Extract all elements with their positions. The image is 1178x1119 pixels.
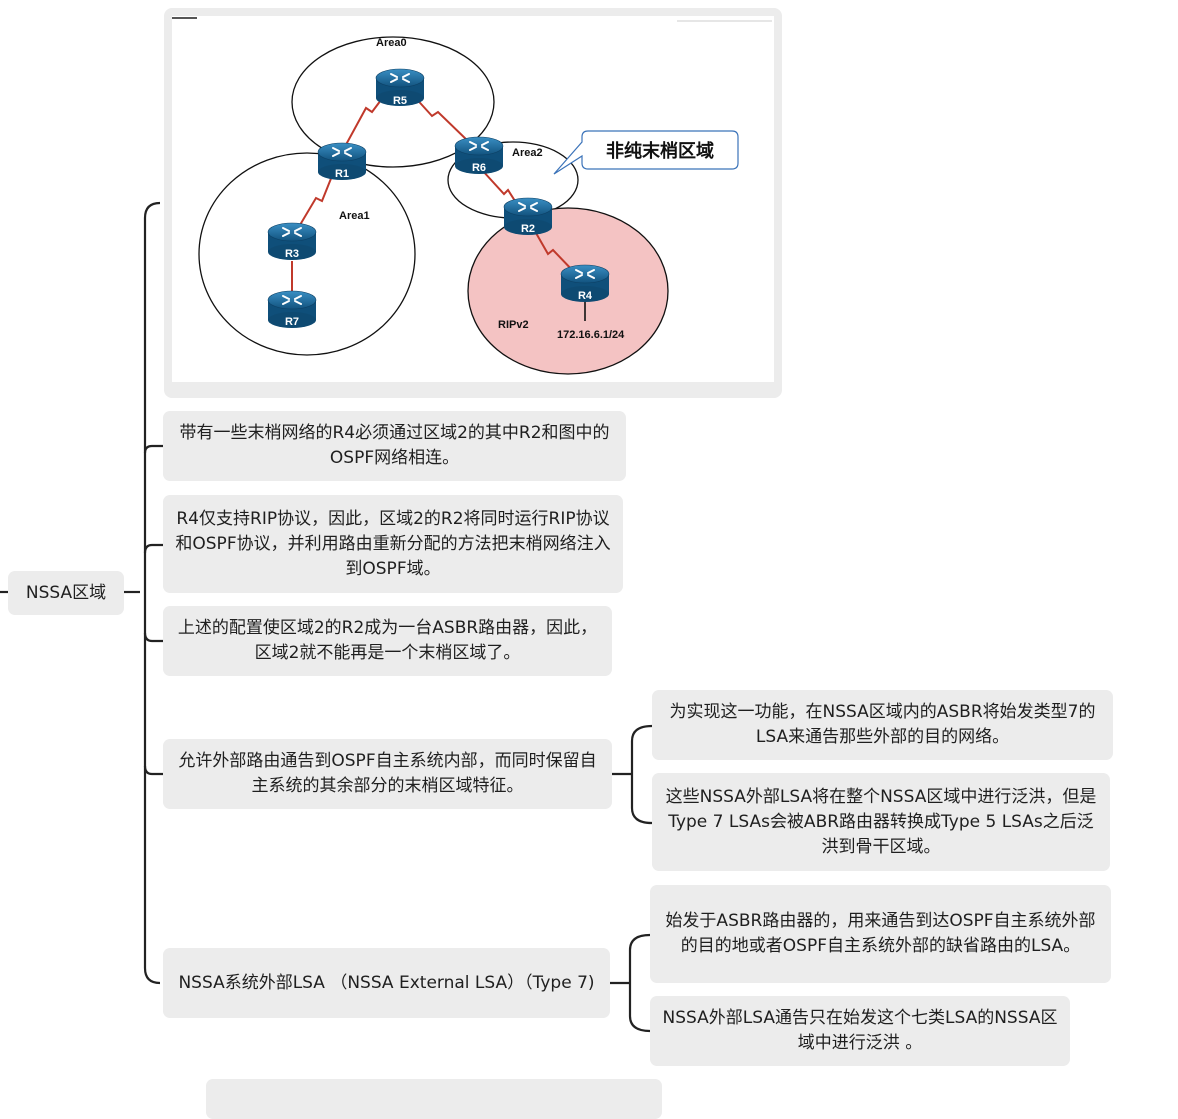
subbranch-lsa-scope-text: NSSA外部LSA通告只在始发这个七类LSA的NSSA区域中进行泛洪 。 (662, 1008, 1058, 1053)
ospf-topology: R5 R1 R6 R2 R3 R7 R4 Area0 Area1 Area2 R… (172, 17, 772, 375)
area0-label: Area0 (376, 37, 407, 49)
router-r1-label: R1 (335, 168, 349, 180)
link-r1-r3 (296, 170, 335, 231)
network-diagram: R5 R1 R6 R2 R3 R7 R4 Area0 Area1 Area2 R… (172, 16, 774, 382)
root-topic[interactable]: NSSA区域 (8, 571, 124, 615)
subbranch-type7-flooding-text: 这些NSSA外部LSA将在整个NSSA区域中进行泛洪，但是Type 7 LSAs… (665, 786, 1097, 857)
router-r7-label: R7 (285, 316, 299, 328)
subbranch-type7-origin-text: 为实现这一功能，在NSSA区域内的ASBR将始发类型7的LSA来通告那些外部的目… (669, 702, 1096, 747)
router-r6-label: R6 (472, 162, 486, 174)
branch-nssa-external-lsa-text: NSSA系统外部LSA （NSSA External LSA）（Type 7) (178, 972, 595, 993)
area1-region (198, 152, 416, 356)
branch-rip-redistribution[interactable]: R4仅支持RIP协议，因此，区域2的R2将同时运行RIP协议和OSPF协议，并利… (163, 495, 623, 593)
subbranch-lsa-definition-text: 始发于ASBR路由器的，用来通告到达OSPF自主系统外部的目的地或者OSPF自主… (665, 911, 1096, 956)
subbranch-type7-flooding[interactable]: 这些NSSA外部LSA将在整个NSSA区域中进行泛洪，但是Type 7 LSAs… (652, 773, 1110, 871)
link-r5-r6 (411, 93, 471, 144)
area0-region (291, 36, 495, 168)
callout-bubble (553, 130, 739, 175)
branch-next-partial[interactable] (206, 1079, 662, 1119)
branch-nssa-external-lsa[interactable]: NSSA系统外部LSA （NSSA External LSA）（Type 7) (163, 948, 610, 1018)
callout-text: 非纯末梢区域 (606, 140, 714, 162)
diagram-card[interactable]: R5 R1 R6 R2 R3 R7 R4 Area0 Area1 Area2 R… (164, 8, 782, 398)
branch-asbr-text: 上述的配置使区域2的R2成为一台ASBR路由器，因此，区域2就不能再是一个末梢区… (177, 618, 598, 663)
branch-r4-connection[interactable]: 带有一些末梢网络的R4必须通过区域2的其中R2和图中的OSPF网络相连。 (163, 411, 626, 481)
branch-asbr[interactable]: 上述的配置使区域2的R2成为一台ASBR路由器，因此，区域2就不能再是一个末梢区… (163, 606, 612, 676)
router-r3-label: R3 (285, 248, 299, 260)
area2-label: Area2 (512, 147, 543, 159)
subbranch-type7-origin[interactable]: 为实现这一功能，在NSSA区域内的ASBR将始发类型7的LSA来通告那些外部的目… (652, 690, 1113, 760)
router-r5-label: R5 (393, 95, 407, 107)
branch-nssa-purpose-text: 允许外部路由通告到OSPF自主系统内部，而同时保留自主系统的其余部分的末梢区域特… (178, 751, 597, 796)
subnet-label: 172.16.6.1/24 (557, 329, 625, 341)
subbranch-lsa-scope[interactable]: NSSA外部LSA通告只在始发这个七类LSA的NSSA区域中进行泛洪 。 (650, 996, 1070, 1066)
branch-nssa-purpose[interactable]: 允许外部路由通告到OSPF自主系统内部，而同时保留自主系统的其余部分的末梢区域特… (163, 739, 612, 809)
branch-r4-connection-text: 带有一些末梢网络的R4必须通过区域2的其中R2和图中的OSPF网络相连。 (179, 423, 610, 468)
ripv2-label: RIPv2 (498, 319, 529, 331)
area1-label: Area1 (339, 210, 370, 222)
router-r2-label: R2 (521, 223, 535, 235)
subbranch-lsa-definition[interactable]: 始发于ASBR路由器的，用来通告到达OSPF自主系统外部的目的地或者OSPF自主… (650, 885, 1111, 983)
branch-rip-redistribution-text: R4仅支持RIP协议，因此，区域2的R2将同时运行RIP协议和OSPF协议，并利… (175, 508, 611, 579)
root-topic-label: NSSA区域 (25, 582, 107, 603)
router-r4-label: R4 (578, 290, 593, 302)
mindmap-connectors (0, 201, 653, 1033)
link-r2-r4 (531, 225, 577, 275)
